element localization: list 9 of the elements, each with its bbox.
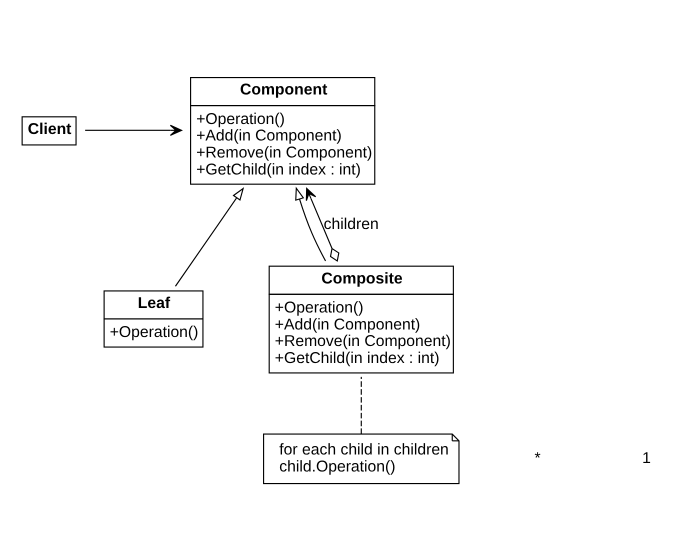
arrow (85, 124, 182, 136)
edge-label: children (324, 215, 379, 232)
node-box: Client (22, 116, 77, 145)
arrow (306, 187, 340, 262)
arrow (174, 186, 244, 286)
connector (360, 376, 362, 434)
label: * (534, 449, 541, 466)
arrow (295, 186, 326, 261)
label: 1 (642, 449, 651, 466)
